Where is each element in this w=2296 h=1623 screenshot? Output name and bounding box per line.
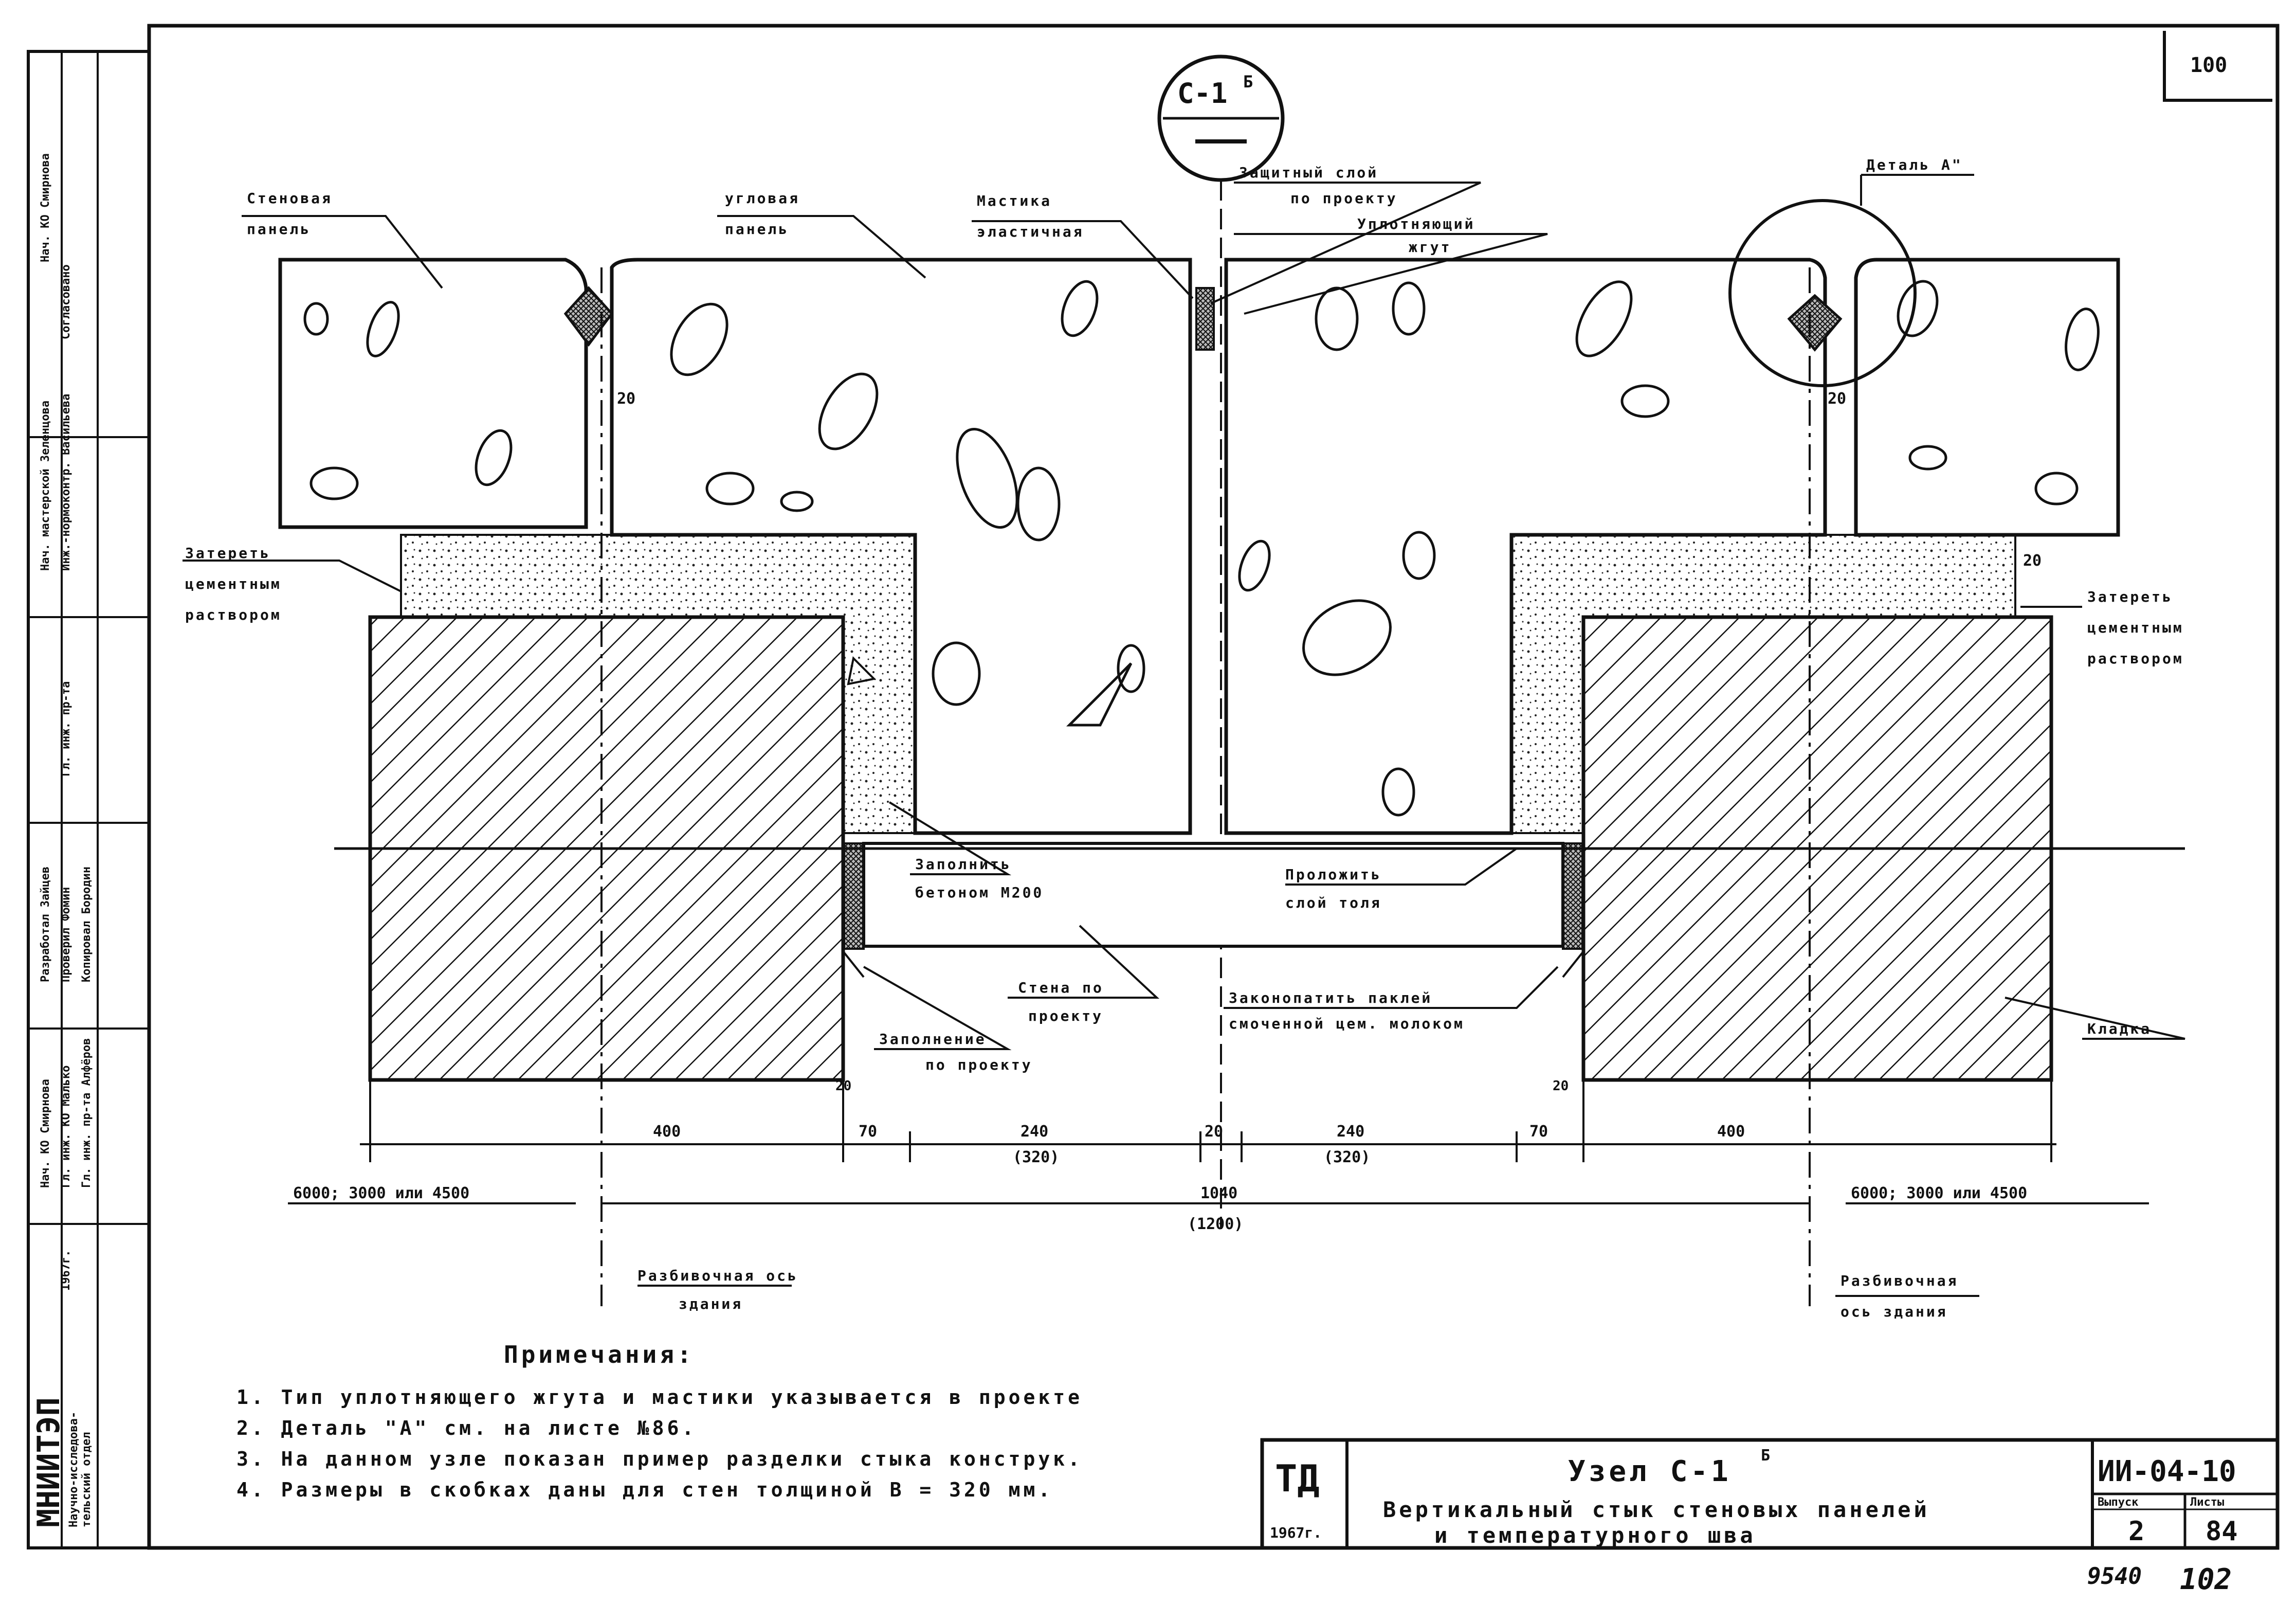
note-4: 4. Размеры в скобках даны для стен толщи…	[236, 1478, 1053, 1501]
label-labels-caulk-2: смоченной цем. молоком	[1229, 1015, 1465, 1032]
label-title-block-sheet-label: Листы	[2190, 1496, 2224, 1509]
label-labels-rub-right-2: цементным	[2087, 619, 2184, 636]
label-labels-gap-20: 20	[2023, 552, 2042, 570]
label-stamp-rows-9: Копировал Бородин	[80, 867, 93, 982]
label-node-tag-sup: Б	[1243, 72, 1253, 92]
label-labels-mastic-1: Мастика	[977, 192, 1052, 209]
label-labels-caulk-1: Законопатить паклей	[1229, 989, 1432, 1006]
label-stamp-rows-2: Гл. инж. пр-та Алфёров	[80, 1038, 93, 1188]
footer-right-num: 102	[2180, 1563, 2232, 1596]
label-title-block-code: ИИ-04-10	[2098, 1455, 2236, 1488]
label-dimensions-span-left: 6000; 3000 или 4500	[293, 1184, 469, 1202]
label-title-block-td: ТД	[1275, 1457, 1320, 1500]
label-labels-protective-1: Защитный слой	[1239, 164, 1378, 181]
label-labels-sealing-1: Уплотняющий	[1357, 215, 1475, 232]
label-stamp-dept-2: тельский отдел	[80, 1432, 93, 1527]
label-labels-masonry: Кладка	[2087, 1020, 2152, 1037]
label-title-block-issue-value: 2	[2128, 1516, 2144, 1547]
label-dimensions-d70-right: 70	[1529, 1123, 1548, 1141]
title-block: ТД 1967г. Узел С-1 Б Вертикальный стык с…	[1260, 1438, 2280, 1550]
label-labels-wall-proj-1: Стена по	[1018, 979, 1104, 996]
label-title-block-title-1: Узел С-1	[1568, 1455, 1732, 1488]
label-labels-rub-left-1: Затереть	[185, 545, 271, 562]
sheet-number: 100	[2190, 53, 2227, 77]
label-dimensions-total-alt: (1200)	[1188, 1215, 1243, 1233]
label-dimensions-d400-left: 400	[653, 1123, 681, 1141]
label-labels-axis-right-2: ось здания	[1841, 1303, 1948, 1320]
note-3: 3. На данном узле показан пример разделк…	[236, 1448, 1083, 1470]
label-labels-rub-left-2: цементным	[185, 575, 282, 592]
label-labels-lay-tol-2: слой толя	[1285, 894, 1382, 911]
label-stamp-rows-0: Нач. КО Смирнова	[39, 1079, 52, 1188]
stamp-grid	[28, 51, 149, 1548]
label-labels-axis-right-1: Разбивочная	[1841, 1272, 1958, 1289]
label-labels-corner-panel-1: угловая	[725, 190, 800, 207]
label-labels-gap-20-b: 20	[1828, 390, 1846, 408]
label-labels-sealing-2: жгут	[1409, 239, 1451, 256]
label-labels-mastic-2: эластичная	[977, 223, 1084, 240]
label-labels-wall-proj-2: проекту	[1028, 1007, 1103, 1024]
label-title-block-year: 1967г.	[1270, 1524, 1322, 1541]
side-stamp-frame	[27, 50, 151, 1549]
label-labels-fill-proj-2: по проекту	[925, 1056, 1033, 1073]
label-dimensions-total: 1040	[1200, 1184, 1237, 1202]
joint-sealers	[563, 199, 1917, 387]
label-dimensions-small-20-right: 20	[1553, 1078, 1569, 1094]
label-labels-fill-concrete-1: Заполнить	[915, 856, 1012, 873]
label-dimensions-small-20-left: 20	[835, 1078, 851, 1094]
label-labels-corner-panel-2: панель	[725, 221, 789, 238]
label-stamp-rows-7: Разработал Зайцев	[39, 867, 52, 982]
label-title-block-title-sup: Б	[1761, 1447, 1770, 1465]
label-dimensions-d70-left: 70	[859, 1123, 877, 1141]
label-labels-fill-concrete-2: бетоном М200	[915, 884, 1044, 901]
label-dimensions-span-right: 6000; 3000 или 4500	[1851, 1184, 2027, 1202]
label-labels-axis-left-2: здания	[679, 1295, 743, 1312]
label-labels-gap-20: 20	[617, 390, 635, 408]
label-labels-detail: Деталь А"	[1866, 156, 1963, 173]
label-labels-fill-proj-1: Заполнение	[879, 1031, 987, 1048]
label-labels-rub-right-3: раствором	[2087, 650, 2184, 667]
label-labels-rub-left-3: раствором	[185, 606, 282, 623]
label-dimensions-d240-right: 240	[1337, 1123, 1364, 1141]
label-title-block-issue-label: Выпуск	[2098, 1496, 2138, 1509]
notes-title: Примечания:	[504, 1341, 695, 1368]
label-dimensions-d240-left-alt: (320)	[1013, 1148, 1059, 1166]
note-1: 1. Тип уплотняющего жгута и мастики указ…	[236, 1386, 1083, 1409]
label-dimensions-d240-left: 240	[1021, 1123, 1048, 1141]
leader-lines	[183, 174, 2185, 1297]
label-dimensions-d20-mid: 20	[1205, 1123, 1223, 1141]
label-labels-wall-panel-2: панель	[247, 221, 311, 238]
label-labels-lay-tol-1: Проложить	[1285, 866, 1382, 883]
node-tag: С-1 Б	[1157, 55, 1285, 182]
note-2: 2. Деталь "А" см. на листе №86.	[236, 1417, 697, 1439]
label-title-block-sheet-value: 84	[2206, 1516, 2238, 1547]
middle-strip	[862, 842, 1564, 948]
footer-left-num: 9540	[2087, 1563, 2142, 1590]
label-stamp-rows-4: Нач. мастерской Зеленцова	[39, 401, 52, 571]
label-labels-wall-panel-1: Стеновая	[247, 190, 333, 207]
aggregate-marks	[303, 280, 2100, 817]
label-labels-protective-2: по проекту	[1290, 190, 1398, 207]
dimension-lines	[288, 1080, 2149, 1204]
left-wall-panel	[278, 258, 588, 529]
label-title-block-title-3: и температурного шва	[1434, 1523, 1756, 1548]
label-title-block-title-2: Вертикальный стык стеновых панелей	[1383, 1497, 1930, 1522]
right-wall-panel	[1854, 258, 2120, 537]
label-labels-rub-right-1: Затереть	[2087, 588, 2173, 605]
label-node-tag: С-1	[1177, 77, 1228, 110]
label-stamp-dept-1: Научно-исследова-	[67, 1412, 80, 1527]
label-stamp-rows-0: Нач. КО Смирнова	[39, 153, 52, 262]
label-labels-axis-left-1: Разбивочная ось	[637, 1267, 798, 1284]
notes-block: Примечания: 1. Тип уплотняющего жгута и …	[236, 1341, 1083, 1501]
label-dimensions-d400-right: 400	[1717, 1123, 1745, 1141]
label-dimensions-d240-right-alt: (320)	[1324, 1148, 1370, 1166]
